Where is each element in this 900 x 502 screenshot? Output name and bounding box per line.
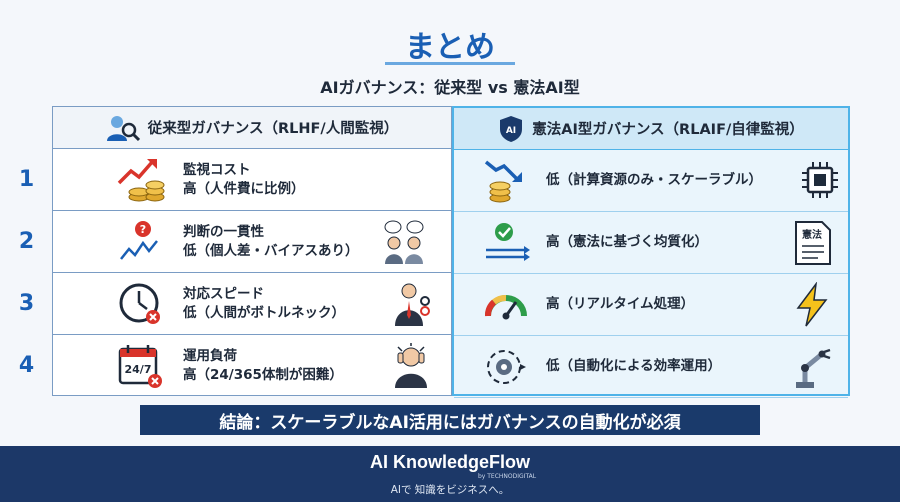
person-search-icon [106,114,140,142]
speedometer-icon [482,282,530,328]
calendar-247-icon: 24/7 [117,343,165,389]
constitutional-ai-governance-panel: AI 憲法AI型ガバナンス（RLAIF/自律監視） 低（計算資源のみ・スケーラブ… [452,106,850,398]
row-number: 4 [1,335,53,396]
row-number: 2 [1,211,53,272]
check-align-icon [482,220,530,266]
row-label: 監視コスト [183,162,251,178]
stressed-person-icon [389,343,435,389]
clock-cancel-icon [117,281,165,327]
traditional-panel-header: 従来型ガバナンス（RLHF/人間監視） [53,107,451,149]
table-row: 低（計算資源のみ・スケーラブル） [454,150,848,212]
row-value: 高（リアルタイム処理） [546,296,695,312]
ai-badge-text: AI [506,126,516,136]
footer-bar: AI KnowledgeFlow by TECHNODIGITAL AIで 知識… [0,446,900,502]
row-value: 高（憲法に基づく均質化） [546,234,708,250]
footer-tagline: AIで 知識をビジネスへ。 [390,484,510,496]
row-value: 低（人間がボトルネック） [183,305,345,321]
table-row: 3 対応スピード 低（人間がボトルネック） [19,273,451,335]
table-row: 高（リアルタイム処理） [454,274,848,336]
gears-cycle-icon [482,344,530,390]
row-text: 運用負荷 高（24/365体制が困難） [183,347,343,385]
page-title: まとめ [405,30,495,65]
constitutional-panel-header: AI 憲法AI型ガバナンス（RLAIF/自律監視） [454,108,848,150]
row-value: 高（人件費に比例） [183,181,305,197]
row-value: 低（計算資源のみ・スケーラブル） [546,172,762,188]
table-row: 低（自動化による効率運用） [454,336,848,398]
inconsistency-icon: ? [117,219,165,265]
row-label: 判断の一貫性 [183,224,264,240]
row-value: 高（24/365体制が困難） [183,367,343,383]
row-label: 対応スピード [183,286,264,302]
page-subtitle: AIガバナンス：従来型 vs 憲法AI型 [320,78,580,97]
row-label: 運用負荷 [183,348,237,364]
table-row: 4 24/7 運用負荷 高（24/365体制が困難） [19,335,451,397]
brand-logo: AI KnowledgeFlow [370,452,530,472]
constitution-document-icon: 憲法 [790,220,836,266]
bottleneck-person-icon [389,281,435,327]
calendar-label: 24/7 [125,363,152,376]
cost-falling-icon [482,158,530,204]
brand-subtext: by TECHNODIGITAL [478,473,537,480]
traditional-panel-title: 従来型ガバナンス（RLHF/人間監視） [147,121,399,137]
table-row: 高（憲法に基づく均質化） 憲法 [454,212,848,274]
row-text: 対応スピード 低（人間がボトルネック） [183,285,345,323]
robot-arm-icon [790,344,836,390]
document-label: 憲法 [801,228,822,241]
lightning-icon [790,282,836,328]
cpu-chip-icon [798,158,844,204]
traditional-governance-panel: 従来型ガバナンス（RLHF/人間監視） 1 監視コスト 高（人件費に比例） 2 [19,106,452,397]
people-discussion-icon [381,219,427,265]
row-number: 3 [1,273,53,334]
table-row: 2 ? 判断の一貫性 低（個人差・バイアスあり） [19,211,451,273]
row-text: 判断の一貫性 低（個人差・バイアスあり） [183,223,359,261]
row-number: 1 [1,149,53,210]
conclusion-banner: 結論：スケーラブルなAI活用にはガバナンスの自動化が必須 [140,405,760,435]
row-value: 低（個人差・バイアスあり） [183,243,359,259]
row-text: 監視コスト 高（人件費に比例） [183,161,305,199]
svg-text:?: ? [140,223,146,236]
ai-shield-icon: AI [498,115,524,143]
table-row: 1 監視コスト 高（人件費に比例） [19,149,451,211]
title-underline [385,62,515,65]
constitutional-panel-title: 憲法AI型ガバナンス（RLAIF/自律監視） [532,122,804,138]
row-value: 低（自動化による効率運用） [546,358,722,374]
cost-rising-icon [117,157,165,203]
